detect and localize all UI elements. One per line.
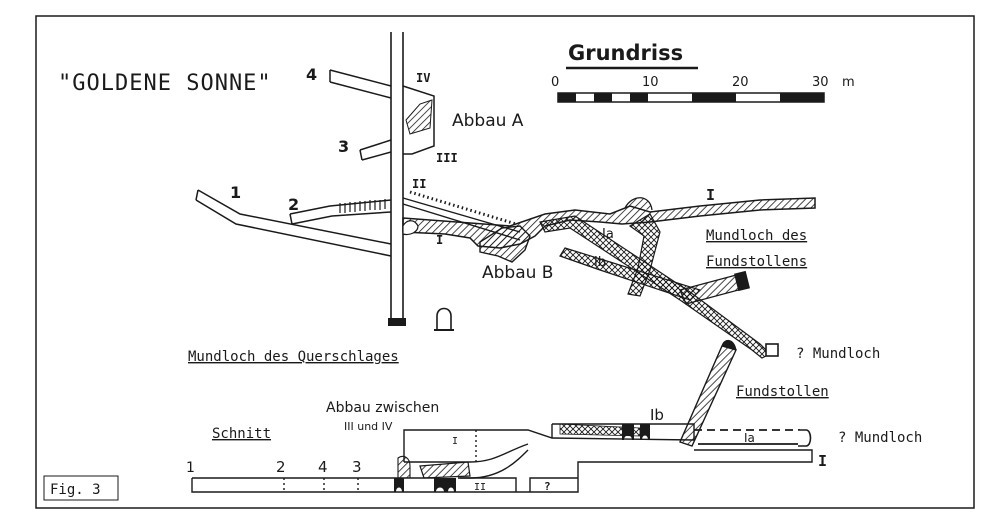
fundstollen-adit (679, 270, 750, 305)
section-level-i-label: I (818, 452, 827, 470)
mundloch-querschlages-label: Mundloch des Querschlages (188, 349, 399, 365)
fundstollen-label: Fundstollen (736, 384, 829, 400)
drift-4 (329, 69, 392, 99)
level-i-label-east: I (706, 186, 715, 204)
adit-ia-label: Ia (602, 227, 614, 242)
adit-ib-label: Ib (594, 255, 606, 270)
section-ia-dashed (694, 429, 800, 445)
level-ii-label: II (412, 177, 426, 191)
q-mundloch-plan-label: ? Mundloch (796, 346, 880, 362)
section-timber-marks (394, 424, 650, 492)
shaft-mouth (388, 318, 406, 326)
adit-ib (559, 213, 702, 301)
section-abbau-levels: III und IV (344, 420, 393, 433)
abbau-b-label: Abbau B (482, 263, 553, 283)
mundloch-fundstollens-line1: Mundloch des (706, 228, 807, 244)
level-i-label-west: I (436, 233, 443, 247)
fundstollen-inclined (679, 345, 737, 447)
figure-label-box (43, 475, 119, 501)
scale-tick-0: 0 (551, 75, 559, 90)
drift-number-2: 2 (288, 195, 299, 214)
querschlag-mouth-icon (436, 307, 452, 331)
section-profile (191, 423, 813, 493)
q-mundloch-marker (765, 343, 779, 357)
figure-label: Fig. 3 (50, 482, 101, 498)
scale-tick-20: 20 (732, 75, 749, 90)
section-stope-hatch (419, 461, 471, 479)
mundloch-fundstollens-line2: Fundstollens (706, 254, 807, 270)
drift-2-hatch (339, 199, 386, 213)
drift-2 (289, 199, 392, 225)
figure-title: "GOLDENE SONNE" (58, 71, 272, 96)
figure-frame (35, 15, 975, 509)
section-level-i-inner: I (452, 436, 458, 447)
scale-bar: 0 10 20 30 m (551, 75, 855, 103)
section-q-mundloch-label: ? Mundloch (838, 430, 922, 446)
section-level-ii-label: II (474, 482, 486, 493)
section-number-1: 1 (186, 460, 195, 476)
level-iii-label: III (436, 151, 458, 165)
section-ib-label: Ib (650, 406, 664, 424)
adit-ia (539, 215, 772, 359)
drift-3 (359, 139, 392, 161)
abbau-a-stope (402, 85, 435, 155)
drift-number-1: 1 (230, 183, 241, 202)
main-shaft (390, 32, 404, 324)
section-ia-label: Ia (744, 431, 755, 445)
section-abbau-zwischen: Abbau zwischen (326, 400, 439, 416)
drift-number-4: 4 (306, 65, 317, 84)
abbau-a-label: Abbau A (452, 111, 524, 131)
section-q-mundloch-marker (798, 429, 812, 447)
level-iv-label: IV (416, 71, 430, 85)
section-question-mark: ? (544, 480, 551, 493)
plan-heading: Grundriss (568, 41, 683, 65)
scale-unit: m (842, 75, 855, 90)
abbau-b-stope (479, 225, 531, 263)
drift-1 (195, 189, 392, 257)
section-heading: Schnitt (212, 426, 271, 442)
scale-tick-10: 10 (642, 75, 659, 90)
drift-number-3: 3 (338, 137, 349, 156)
scale-tick-30: 30 (812, 75, 829, 90)
section-number-3: 3 (352, 458, 362, 476)
section-number-2: 2 (276, 458, 286, 476)
section-number-4: 4 (318, 458, 328, 476)
